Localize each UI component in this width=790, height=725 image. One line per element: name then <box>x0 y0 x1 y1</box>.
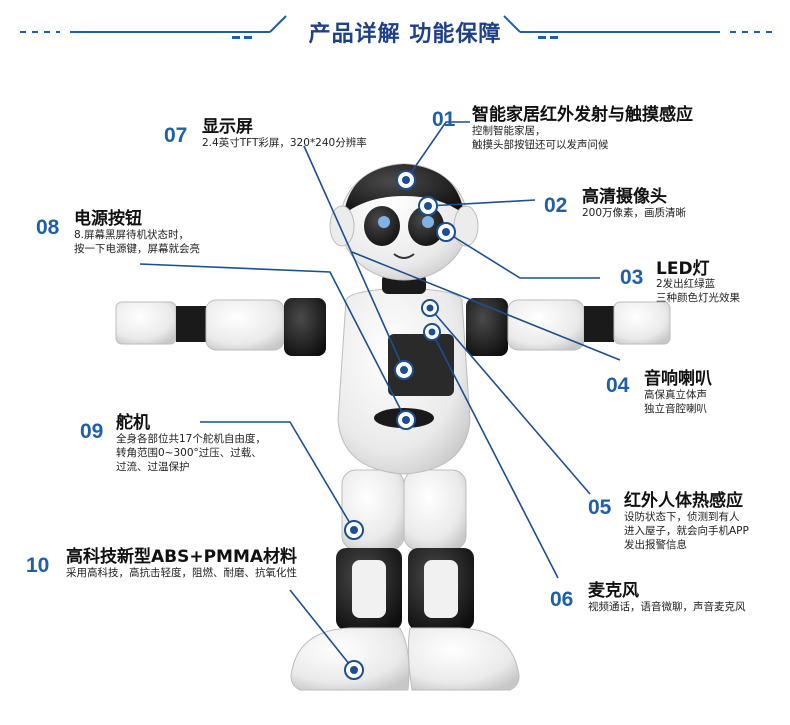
feature-number: 06 <box>550 588 574 611</box>
feature-title: 电源按钮 <box>74 209 142 229</box>
feature-desc: 视频通话，语音微聊，声音麦克风 <box>588 601 746 613</box>
feature-desc: 过流、过温保护 <box>116 461 190 473</box>
feature-desc: 2.4英寸TFT彩屏，320*240分辨率 <box>202 137 367 149</box>
page-title: 产品详解 功能保障 <box>308 22 502 47</box>
feature-title: 高清摄像头 <box>582 187 667 207</box>
feature-title: LED灯 <box>656 259 710 279</box>
feature-number: 08 <box>36 216 60 239</box>
feature-desc: 按一下电源键，屏幕就会亮 <box>74 243 200 255</box>
feature-desc: 独立音腔喇叭 <box>644 403 707 415</box>
header-decoration <box>20 15 772 39</box>
feature-desc: 高保真立体声 <box>644 389 707 401</box>
feature-number: 04 <box>606 374 630 397</box>
header-banner: 产品详解 功能保障 <box>0 0 790 60</box>
feature-desc: 进入屋子，就会向手机APP <box>624 525 749 537</box>
feature-desc: 转角范围0~300°过压、过载、 <box>116 447 262 459</box>
callout-lines <box>139 121 621 671</box>
feature-desc: 全身各部位共17个舵机自由度， <box>116 433 266 445</box>
feature-number: 01 <box>432 108 456 131</box>
feature-desc: 发出报警信息 <box>624 539 687 551</box>
display-screen <box>388 334 454 396</box>
feature-number: 05 <box>588 496 612 519</box>
feature-title: 舵机 <box>116 413 150 433</box>
feature-desc: 8.屏幕黑屏待机状态时， <box>74 229 190 241</box>
feature-desc: 2发出红绿蓝 <box>656 278 716 290</box>
robot-right-arm <box>466 298 671 356</box>
robot-legs <box>290 469 520 691</box>
feature-number: 03 <box>620 266 644 289</box>
feature-desc: 采用高科技，高抗击轻度，阻燃、耐磨、抗氧化性 <box>66 567 297 579</box>
feature-desc: 200万像素，画质清晰 <box>582 207 687 219</box>
feature-number: 07 <box>164 124 188 147</box>
feature-desc: 控制智能家居， <box>472 125 546 137</box>
feature-title: 显示屏 <box>202 117 253 137</box>
feature-title: 高科技新型ABS+PMMA材料 <box>66 547 298 567</box>
robot-head <box>329 163 479 281</box>
robot-left-arm <box>115 298 326 356</box>
feature-title: 红外人体热感应 <box>624 491 743 511</box>
feature-number: 02 <box>544 194 568 217</box>
feature-number: 09 <box>80 420 104 443</box>
feature-title: 音响喇叭 <box>644 369 712 389</box>
feature-title: 智能家居红外发射与触摸感应 <box>472 105 693 125</box>
feature-desc: 触摸头部按钮还可以发声问候 <box>472 139 609 151</box>
callout-targets <box>344 170 456 680</box>
feature-desc: 设防状态下，侦测到有人 <box>624 511 740 523</box>
feature-title: 麦克风 <box>588 581 639 601</box>
feature-desc: 三种颜色灯光效果 <box>656 292 740 304</box>
feature-number: 10 <box>26 554 50 577</box>
